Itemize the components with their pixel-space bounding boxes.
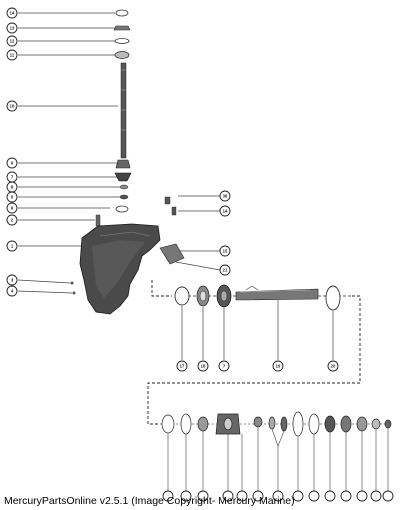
part-20-o-ring [325, 285, 341, 311]
leader-lines-left [17, 12, 120, 294]
bottom-row-parts [161, 411, 392, 437]
svg-text:5: 5 [11, 195, 14, 200]
svg-text:17: 17 [180, 364, 185, 369]
callout-10[interactable]: 10 [6, 100, 18, 112]
callout-15[interactable]: 15 [219, 245, 231, 257]
part-19-propeller-shaft [235, 285, 319, 301]
callout-13[interactable]: 13 [6, 22, 18, 34]
assembly-dashed-line-1 [151, 280, 172, 297]
svg-text:7: 7 [223, 364, 226, 369]
callout-20[interactable]: 20 [327, 360, 339, 372]
callout-14-top[interactable]: 14 [6, 7, 18, 19]
callout-7[interactable]: 7 [6, 171, 18, 183]
svg-text:14: 14 [10, 11, 15, 16]
part-4-washer [72, 291, 76, 295]
part-10-drive-shaft [120, 62, 127, 159]
callout-16[interactable]: 16 [197, 360, 209, 372]
part-13-nut [113, 25, 131, 31]
svg-text:11: 11 [10, 53, 15, 58]
callouts: 14 13 12 11 10 9 7 8 [6, 7, 339, 372]
bottom-callouts-cutoff [162, 490, 394, 502]
svg-text:12: 12 [10, 39, 15, 44]
part-3-screw [70, 281, 74, 285]
copyright-caption: MercuryPartsOnline v2.5.1 (Image Copyrig… [4, 495, 295, 507]
svg-text:16: 16 [201, 364, 206, 369]
callout-8[interactable]: 8 [6, 181, 18, 193]
leader-lines-middle [181, 300, 334, 360]
part-7-pinion-gear [114, 172, 132, 182]
part-6-shim [115, 205, 129, 213]
svg-text:6: 6 [11, 206, 14, 211]
callout-19[interactable]: 19 [272, 360, 284, 372]
leader-lines-bottom [167, 427, 389, 492]
part-14b-screw [171, 206, 177, 216]
part-2-pin [95, 214, 101, 227]
part-14-washer [115, 9, 129, 17]
svg-text:20: 20 [331, 364, 336, 369]
svg-text:15: 15 [223, 249, 228, 254]
callout-5[interactable]: 5 [6, 191, 18, 203]
callout-4[interactable]: 4 [6, 285, 18, 297]
svg-text:10: 10 [10, 104, 15, 109]
part-11-seal [114, 51, 130, 59]
callout-17[interactable]: 17 [176, 360, 188, 372]
part-15-bracket [159, 243, 185, 265]
svg-text:4: 4 [11, 289, 14, 294]
svg-text:7: 7 [11, 175, 14, 180]
svg-text:1: 1 [11, 244, 14, 249]
svg-text:36: 36 [223, 194, 228, 199]
callout-3[interactable]: 3 [6, 274, 18, 286]
part-36-screw [164, 196, 171, 205]
part-5-nut [119, 194, 129, 200]
part-12-ring [114, 38, 130, 44]
callout-6[interactable]: 6 [6, 202, 18, 214]
svg-text:2: 2 [11, 218, 14, 223]
part-1-gear-housing [79, 223, 161, 315]
part-17-o-ring [174, 286, 190, 306]
callout-21[interactable]: 21 [219, 264, 231, 276]
svg-text:13: 13 [10, 26, 15, 31]
callout-14-right[interactable]: 14 [219, 205, 231, 217]
assembly-dashed-line-2 [147, 295, 361, 425]
callout-1[interactable]: 1 [6, 240, 18, 252]
callout-2[interactable]: 2 [6, 214, 18, 226]
part-8-washer [119, 184, 129, 190]
svg-text:19: 19 [276, 364, 281, 369]
callout-9[interactable]: 9 [6, 157, 18, 169]
callout-11[interactable]: 11 [6, 49, 18, 61]
callout-36[interactable]: 36 [219, 190, 231, 202]
callout-7-middle[interactable]: 7 [218, 360, 230, 372]
svg-text:14: 14 [223, 209, 228, 214]
svg-text:9: 9 [11, 161, 14, 166]
svg-text:21: 21 [223, 268, 228, 273]
leader-lines-right [175, 195, 221, 271]
svg-text:8: 8 [11, 185, 14, 190]
callout-12[interactable]: 12 [6, 35, 18, 47]
svg-text:3: 3 [11, 278, 14, 283]
part-7b-gear [216, 284, 232, 308]
part-16-bearing [196, 285, 210, 307]
part-9-bearing [115, 159, 131, 169]
